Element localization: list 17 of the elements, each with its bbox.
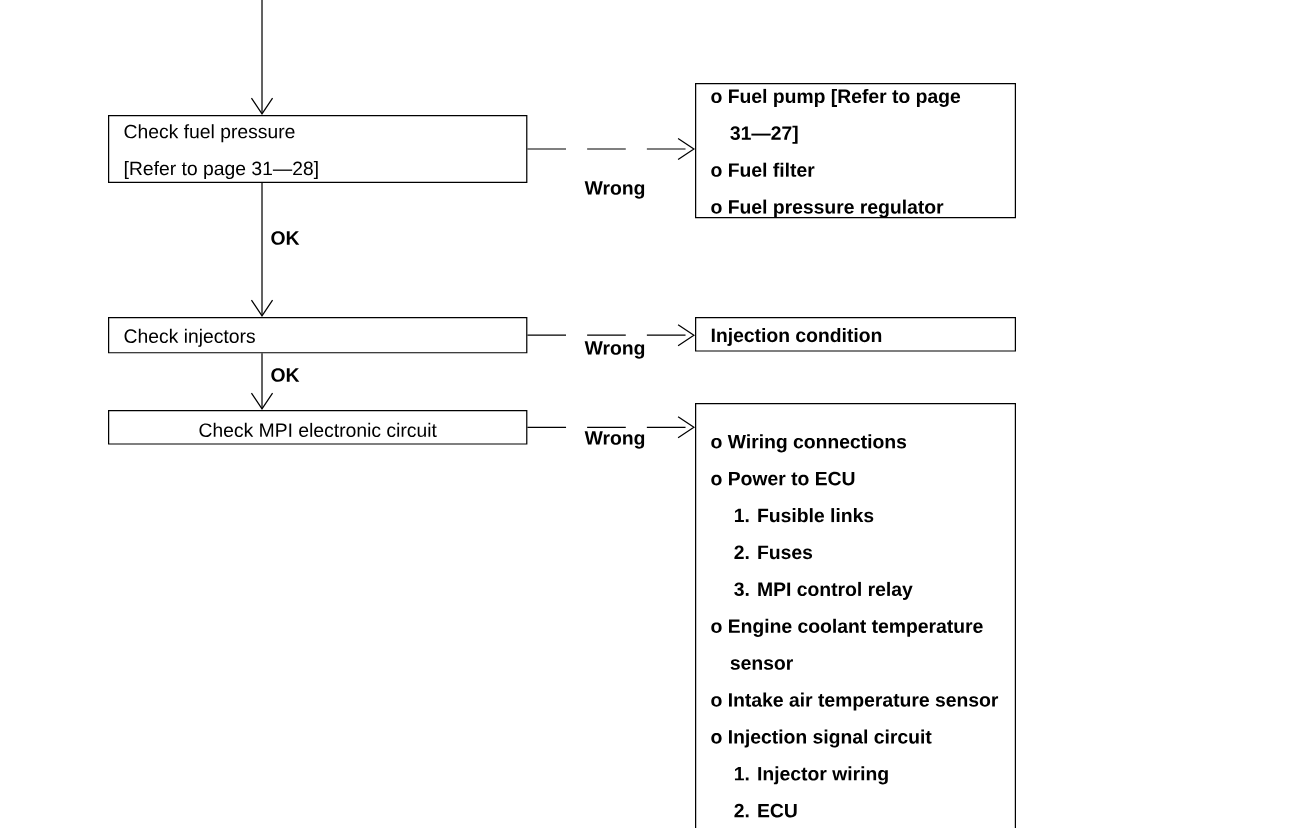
- arrow: [250, 0, 274, 115]
- edge-label: Wrong: [582, 429, 648, 451]
- edge-label: Wrong: [582, 179, 648, 201]
- result-box: Injection condition: [695, 317, 1016, 352]
- step-box: Check injectors: [108, 317, 528, 354]
- result-box: o Wiring connections o Power to ECU 1. Fusible links 2. Fuses 3. MPI control relay o Engine coolant temperature sensor o Intake air temperature sensor o Injection signal circuit 1. Injector wiring 2. ECU: [695, 403, 1016, 828]
- arrow: [250, 182, 274, 317]
- edge-label: OK: [268, 229, 302, 247]
- result-box: o Fuel pump [Refer to page 31—27] o Fuel filter o Fuel pressure regulator: [695, 83, 1016, 219]
- step-box: Check MPI electronic circuit: [108, 410, 528, 445]
- arrow: [526, 324, 695, 347]
- arrow: [526, 416, 695, 439]
- edge-label: Wrong: [582, 339, 648, 361]
- arrow: [250, 352, 274, 410]
- arrow: [526, 137, 695, 161]
- step-box: Check fuel pressure [Refer to page 31—28]: [108, 115, 528, 183]
- edge-label: OK: [268, 366, 302, 384]
